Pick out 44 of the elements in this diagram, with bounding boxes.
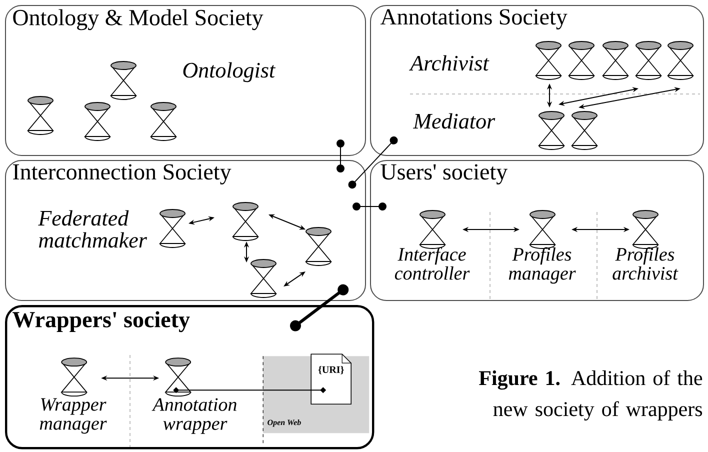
agent-icon — [635, 41, 662, 80]
society-box — [370, 5, 704, 156]
agent-icon — [535, 41, 562, 80]
agent-caption: Profiles manager — [508, 247, 576, 284]
agent-icon — [667, 41, 694, 80]
agent-icon — [60, 358, 88, 397]
agent-icon — [250, 259, 277, 298]
society-heading: Ontology & Model Society — [13, 9, 264, 30]
agent-icon — [150, 102, 177, 141]
agent-caption: Annotation wrapper — [152, 398, 236, 434]
agent-icon — [164, 358, 192, 397]
agent-icon — [568, 41, 595, 80]
agent-icon — [232, 202, 259, 241]
society-heading: Users' society — [380, 164, 508, 184]
agent-caption: Wrapper manager — [40, 398, 107, 434]
society-heading: Interconnection Society — [13, 164, 232, 184]
role-label: Federated matchmaker — [38, 210, 148, 248]
agent-icon — [27, 96, 54, 135]
society-box — [5, 5, 366, 156]
agent-caption: Profiles archivist — [612, 247, 678, 280]
connector — [336, 140, 344, 172]
society-heading: Annotations Society — [380, 9, 568, 30]
agent-icon — [602, 41, 629, 80]
connector — [348, 136, 398, 189]
agent-icon — [632, 210, 659, 249]
agent-icon — [159, 209, 186, 248]
agent-icon — [110, 61, 137, 100]
figure-caption: Figure 1. Addition of the new society of wrappers — [479, 370, 702, 421]
society-box — [370, 160, 704, 301]
agent-icon — [538, 111, 565, 150]
role-label: Archivist — [409, 55, 490, 71]
society-box — [5, 305, 374, 450]
connector — [352, 202, 386, 210]
agent-icon — [529, 210, 556, 249]
role-label: Mediator — [412, 113, 496, 129]
agent-icon — [571, 111, 598, 150]
society-heading: Wrappers' society — [12, 311, 190, 332]
agent-icon — [419, 210, 446, 249]
society-box — [5, 160, 366, 301]
agent-icon — [305, 227, 332, 266]
role-label: Ontologist — [183, 62, 276, 82]
agent-caption: Interface controller — [394, 247, 470, 280]
connector — [290, 284, 349, 332]
agent-icon — [84, 102, 111, 141]
